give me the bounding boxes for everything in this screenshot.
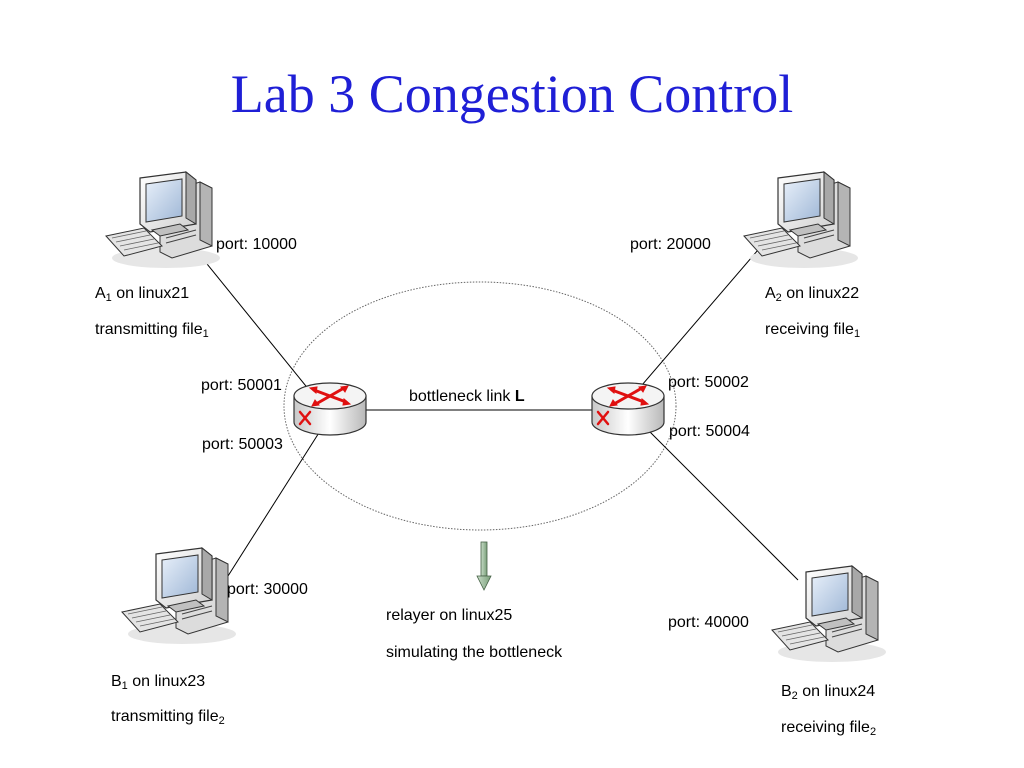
host-a2-label: A2 on linux22 (765, 285, 860, 304)
slide-title: Lab 3 Congestion Control (230, 64, 794, 124)
host-a2-role: receiving file1 (765, 321, 861, 340)
host-a1-label: A1 on linux21 (95, 285, 190, 304)
router-left-icon (292, 381, 368, 437)
router-right-icon (590, 381, 666, 437)
down-arrow-icon (476, 541, 492, 591)
host-b2-label: B2 on linux24 (781, 683, 876, 702)
link-a2-router-right (635, 235, 771, 393)
port-label-a2: port: 20000 (630, 236, 711, 253)
port-label-a1: port: 10000 (216, 236, 297, 253)
host-b2-computer-icon (771, 565, 887, 663)
link-b2-router-right (649, 431, 799, 581)
host-a1-role: transmitting file1 (95, 321, 209, 340)
bottleneck-region (283, 281, 677, 531)
port-label-router-right-top: port: 50002 (668, 374, 749, 391)
port-label-b1: port: 30000 (227, 581, 308, 598)
port-label-router-left-top: port: 50001 (201, 377, 282, 394)
host-b1-label: B1 on linux23 (111, 673, 206, 692)
host-a1-computer-icon (105, 171, 221, 269)
port-label-router-right-bottom: port: 50004 (669, 423, 750, 440)
host-a2-computer-icon (743, 171, 859, 269)
relayer-label: relayer on linux25 (386, 607, 513, 624)
link-b1-router-left (227, 427, 323, 577)
relayer-description: simulating the bottleneck (386, 644, 563, 661)
host-b1-computer-icon (121, 547, 237, 645)
port-label-b2: port: 40000 (668, 614, 749, 631)
port-label-router-left-bottom: port: 50003 (202, 436, 283, 453)
host-b2-role: receiving file2 (781, 719, 877, 738)
bottleneck-link-label: bottleneck link L (409, 388, 525, 405)
host-b1-role: transmitting file2 (111, 708, 225, 727)
